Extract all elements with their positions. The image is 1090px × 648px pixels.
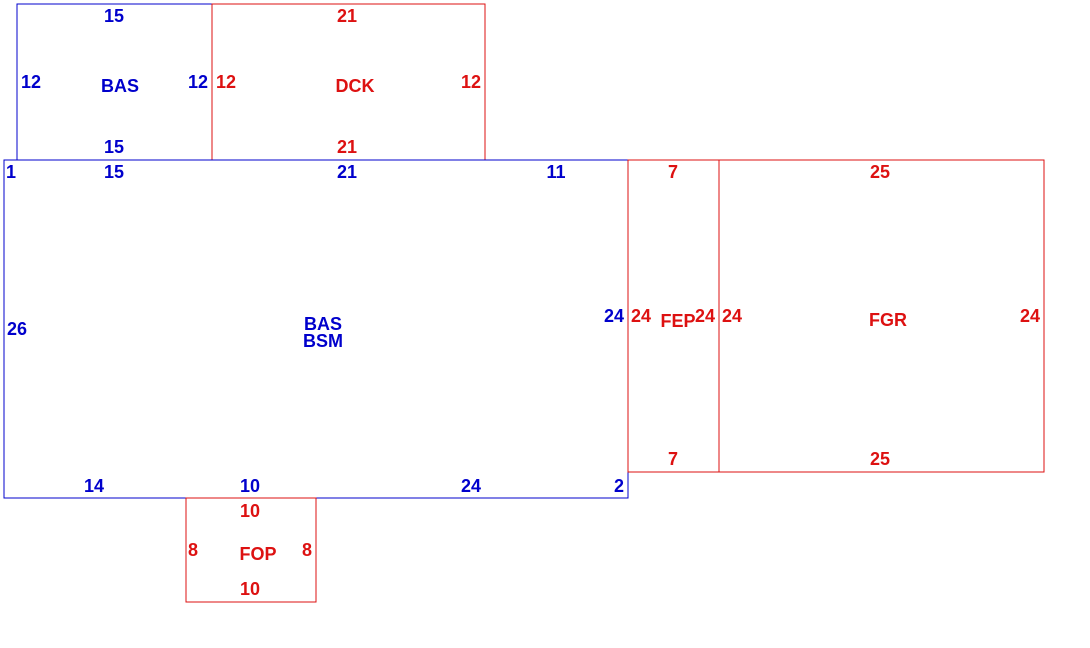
dimension-top-3: 11 — [546, 162, 565, 182]
dimension-left: 12 — [216, 72, 236, 92]
dimension-top: 7 — [668, 162, 678, 182]
area-bas-upper[interactable]: BAS 15 15 12 12 — [16, 3, 213, 161]
dimension-left: 26 — [7, 319, 27, 339]
area-label: BAS — [304, 314, 342, 334]
area-label: DCK — [336, 76, 375, 96]
dimension-left: 24 — [631, 306, 651, 326]
dimension-left: 8 — [188, 540, 198, 560]
area-outline — [718, 159, 1045, 473]
area-outline — [185, 497, 317, 603]
dimension-top: 10 — [240, 501, 260, 521]
area-label: FOP — [239, 544, 276, 564]
dimension-right: 24 — [695, 306, 715, 326]
dimension-right: 24 — [604, 306, 624, 326]
dimension-top: 21 — [337, 6, 357, 26]
area-label-secondary: BSM — [303, 331, 343, 351]
area-label: FGR — [869, 310, 907, 330]
dimension-corner-top-left: 1 — [6, 162, 16, 182]
dimension-right: 12 — [188, 72, 208, 92]
dimension-bottom: 15 — [104, 137, 124, 157]
dimension-top-2: 21 — [337, 162, 357, 182]
dimension-bottom: 25 — [870, 449, 890, 469]
dimension-left: 12 — [21, 72, 41, 92]
dimension-top-1: 15 — [104, 162, 124, 182]
area-label: BAS — [101, 76, 139, 96]
dimension-bottom-3: 24 — [461, 476, 481, 496]
dimension-bottom: 7 — [668, 449, 678, 469]
dimension-corner-bottom-right: 2 — [614, 476, 624, 496]
dimension-bottom-1: 14 — [84, 476, 104, 496]
area-fgr[interactable]: FGR 25 25 24 24 — [718, 159, 1045, 473]
area-label: FEP — [660, 311, 695, 331]
dimension-bottom: 10 — [240, 579, 260, 599]
dimension-left: 24 — [722, 306, 742, 326]
dimension-right: 24 — [1020, 306, 1040, 326]
dimension-bottom: 21 — [337, 137, 357, 157]
dimension-top: 15 — [104, 6, 124, 26]
dimension-top: 25 — [870, 162, 890, 182]
dimension-right: 8 — [302, 540, 312, 560]
dimension-bottom-2: 10 — [240, 476, 260, 496]
dimension-right: 12 — [461, 72, 481, 92]
area-fop[interactable]: FOP 10 10 8 8 — [185, 497, 317, 603]
area-fep[interactable]: FEP 7 7 24 24 — [627, 159, 720, 473]
area-dck[interactable]: DCK 21 21 12 12 — [211, 3, 486, 161]
area-bas-bsm-main[interactable]: BAS BSM 15 21 11 1 26 24 14 10 24 2 — [3, 159, 629, 499]
